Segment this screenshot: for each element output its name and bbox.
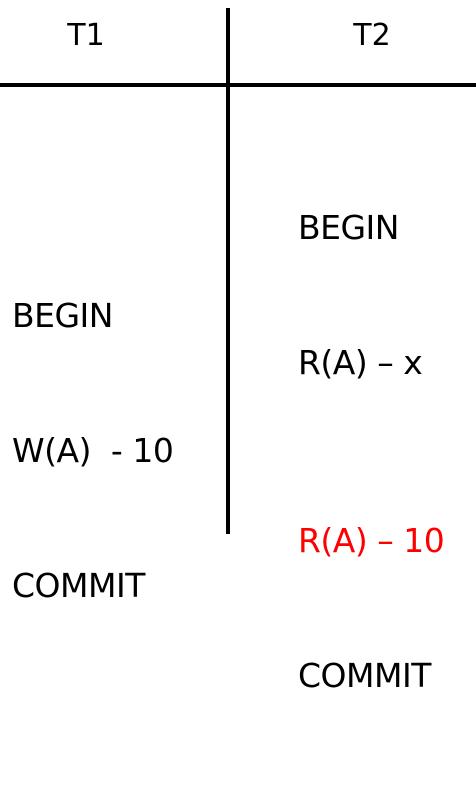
- column-divider: [226, 8, 230, 534]
- t1-operations: BEGIN W(A) - 10 COMMIT: [12, 203, 174, 698]
- t2-operations-bottom: R(A) – 10 COMMIT: [298, 428, 445, 788]
- t2-op-begin: BEGIN: [298, 208, 399, 247]
- t1-op-begin: BEGIN: [12, 296, 113, 335]
- t1-op-write: W(A) - 10: [12, 431, 174, 470]
- t2-op-read-x: R(A) – x: [298, 343, 423, 382]
- t1-op-commit: COMMIT: [12, 566, 145, 605]
- header-divider: [0, 83, 476, 87]
- transaction-header-t1: T1: [67, 18, 105, 53]
- t2-operations-top: BEGIN R(A) – x: [298, 115, 423, 475]
- transaction-header-t2: T2: [353, 18, 391, 53]
- t2-op-commit: COMMIT: [298, 656, 431, 695]
- t2-op-read-10: R(A) – 10: [298, 521, 445, 560]
